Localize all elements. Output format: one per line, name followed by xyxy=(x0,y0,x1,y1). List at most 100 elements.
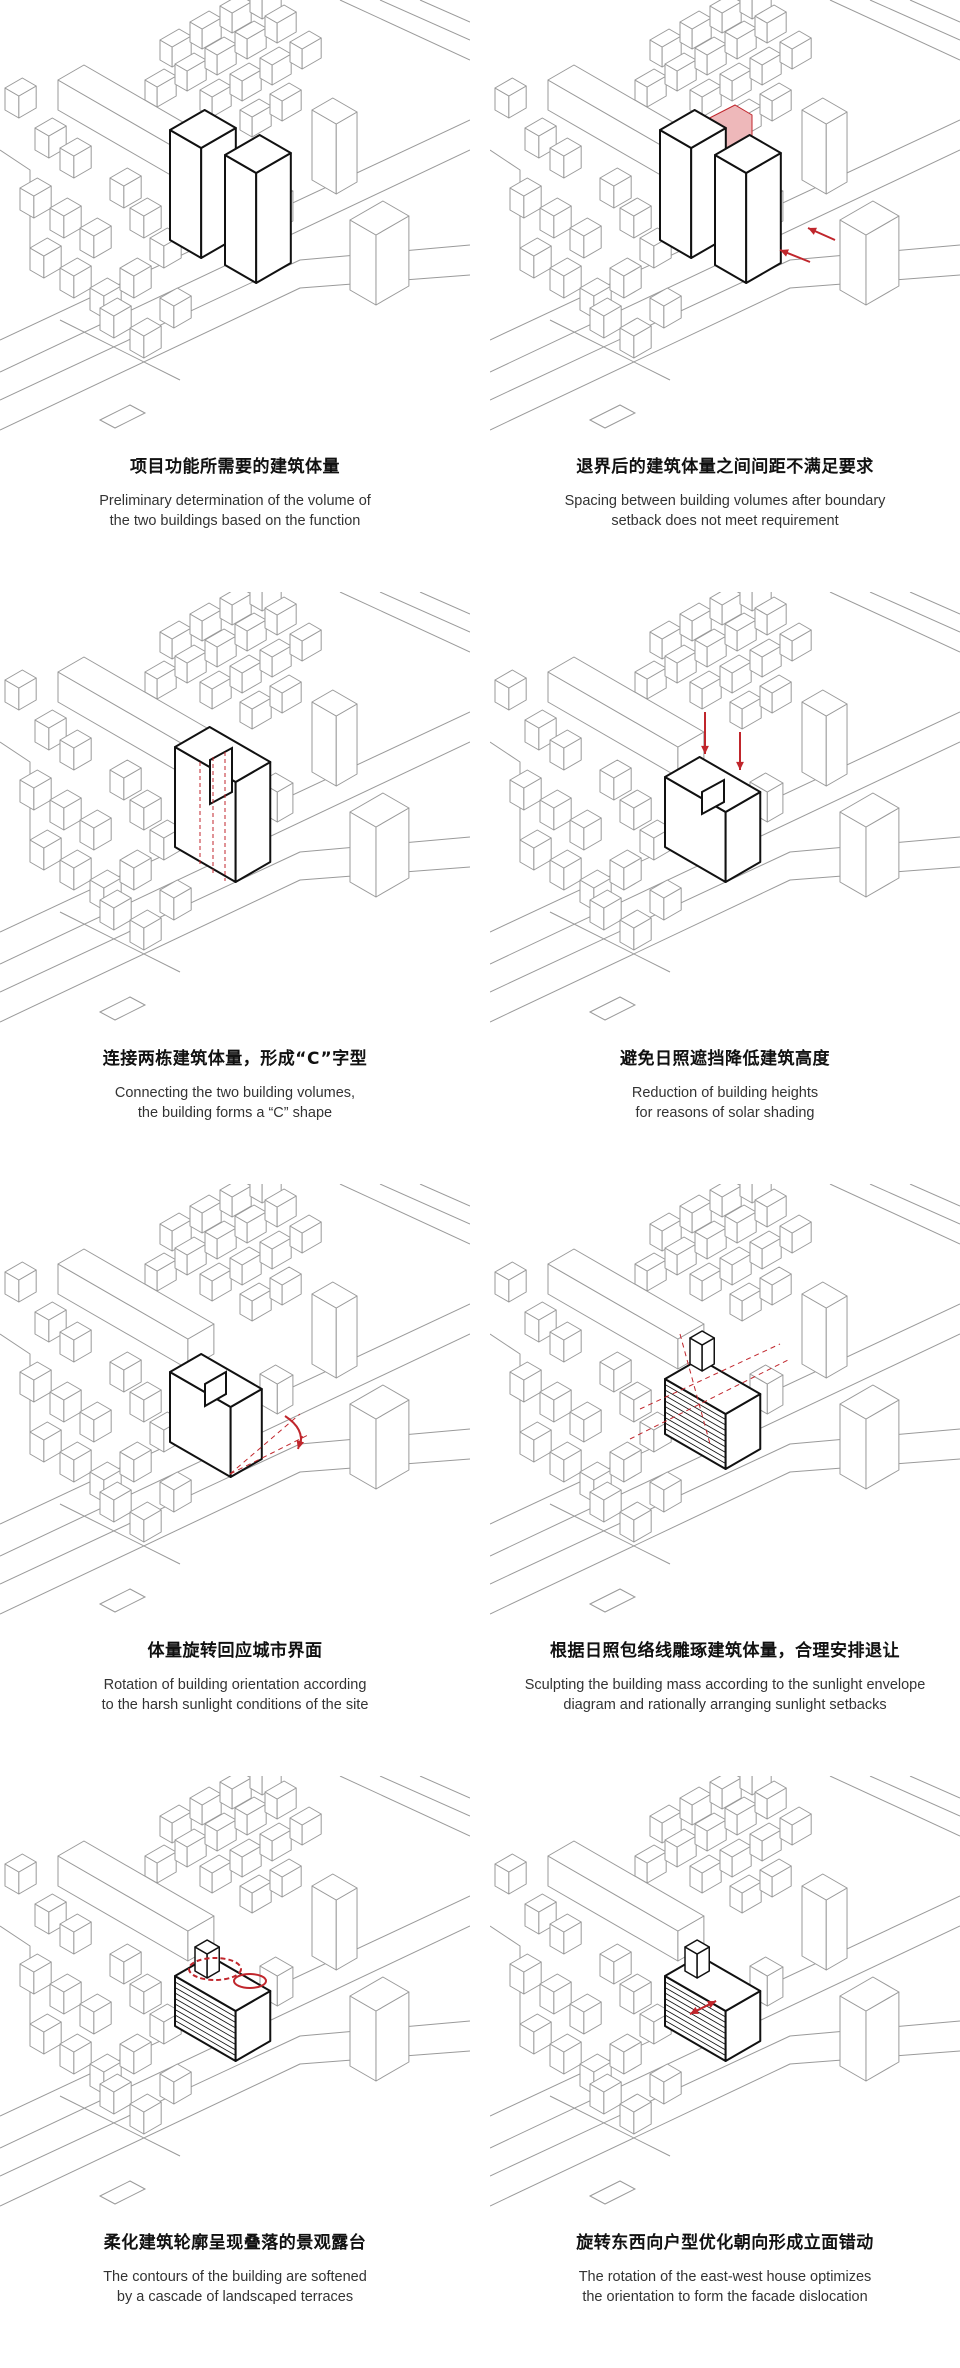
building-roof xyxy=(664,1358,762,1415)
caption-zh: 连接两栋建筑体量，形成“C”字型 xyxy=(102,1049,368,1069)
parking-mark xyxy=(98,2180,147,2205)
building-roof xyxy=(779,30,812,50)
context-building xyxy=(129,317,162,359)
building-roof xyxy=(129,789,162,809)
building-face xyxy=(801,109,827,195)
context-building xyxy=(649,287,682,329)
building-roof xyxy=(649,287,682,307)
tower-building xyxy=(349,792,410,898)
parking-mark xyxy=(588,404,637,429)
building-roof xyxy=(509,1953,542,1973)
context-building xyxy=(4,1853,37,1895)
context-building xyxy=(754,4,787,44)
context-building xyxy=(739,1776,772,1796)
context-building xyxy=(264,596,297,636)
context-building xyxy=(494,1853,527,1895)
context-building xyxy=(99,889,132,931)
floor-line xyxy=(664,1400,726,1437)
context-building xyxy=(709,1776,742,1810)
building-roof xyxy=(159,879,192,899)
context-building xyxy=(599,1351,632,1393)
building-roof xyxy=(779,622,812,642)
road-line xyxy=(379,0,470,41)
road-line xyxy=(829,1776,960,1837)
floor-line xyxy=(664,1417,726,1453)
road-line xyxy=(829,592,960,653)
context-building xyxy=(619,2093,652,2135)
context-building xyxy=(264,4,297,44)
building-roof xyxy=(4,669,37,689)
parking-mark xyxy=(588,2180,637,2205)
context-building xyxy=(129,2093,162,2135)
arrow-head xyxy=(780,249,789,257)
context-building xyxy=(634,1844,667,1884)
context-building xyxy=(759,674,792,714)
context-building xyxy=(29,2013,62,2055)
building-face xyxy=(739,1184,753,1204)
context-building xyxy=(289,1806,322,1846)
caption-zh: 避免日照遮挡降低建筑高度 xyxy=(620,1049,830,1069)
building-roof xyxy=(547,656,705,748)
caption: 柔化建筑轮廓呈现叠落的景观露台 The contours of the buil… xyxy=(0,2228,470,2307)
context-building xyxy=(759,82,792,122)
building-roof xyxy=(839,792,900,828)
site-boundary xyxy=(490,149,521,250)
context-building xyxy=(129,789,162,831)
context-building xyxy=(539,1973,572,2015)
road-line xyxy=(549,1503,671,1565)
road-line xyxy=(869,0,960,41)
context-building xyxy=(509,177,542,219)
context-building xyxy=(739,0,772,20)
context-building xyxy=(199,670,232,710)
panel-5: 体量旋转回应城市界面 Rotation of building orientat… xyxy=(0,1184,470,1776)
context-building xyxy=(174,52,207,92)
site-boundary xyxy=(490,741,521,842)
caption: 旋转东西向户型优化朝向形成立面错动 The rotation of the ea… xyxy=(490,2228,960,2307)
building-face xyxy=(739,1776,753,1796)
context-building xyxy=(159,287,192,329)
building-roof xyxy=(194,1939,220,1955)
floor-line xyxy=(664,1406,726,1442)
building-face xyxy=(825,703,848,787)
building-face xyxy=(801,701,827,787)
stair-tower xyxy=(194,1939,220,1979)
building-roof xyxy=(29,237,62,257)
context-building xyxy=(739,1184,772,1204)
parking-mark xyxy=(98,404,147,429)
building-roof xyxy=(129,1973,162,1993)
building-roof xyxy=(839,1976,900,2012)
context-building xyxy=(709,0,742,34)
context-building xyxy=(109,167,142,209)
building-roof xyxy=(589,1481,622,1501)
building-face xyxy=(825,111,848,195)
building-roof xyxy=(839,1384,900,1420)
building-roof xyxy=(754,1188,787,1208)
building-roof xyxy=(801,689,848,717)
road-line xyxy=(549,2095,671,2157)
building-roof xyxy=(129,197,162,217)
building-roof xyxy=(659,109,727,149)
rotation-axis xyxy=(229,1413,301,1475)
context-building xyxy=(634,1252,667,1292)
context-building xyxy=(494,1261,527,1303)
building-roof xyxy=(269,674,302,694)
massing-diagram xyxy=(0,1184,470,1615)
context-building xyxy=(539,789,572,831)
building-roof xyxy=(119,849,152,869)
building-roof xyxy=(109,167,142,187)
massing-diagram xyxy=(0,1776,470,2207)
building-roof xyxy=(519,1421,552,1441)
context-building xyxy=(689,670,722,710)
building-roof xyxy=(619,2093,652,2113)
building-roof xyxy=(519,2013,552,2033)
context-building xyxy=(509,1361,542,1403)
building-roof xyxy=(109,1351,142,1371)
building-roof xyxy=(349,792,410,828)
floor-line xyxy=(174,2014,236,2051)
context-building xyxy=(619,1501,652,1543)
building-face xyxy=(249,1184,263,1204)
floor-line xyxy=(664,1411,726,1448)
building-roof xyxy=(609,257,642,277)
rotated-volume xyxy=(169,1353,263,1478)
context-building xyxy=(189,1786,222,1826)
